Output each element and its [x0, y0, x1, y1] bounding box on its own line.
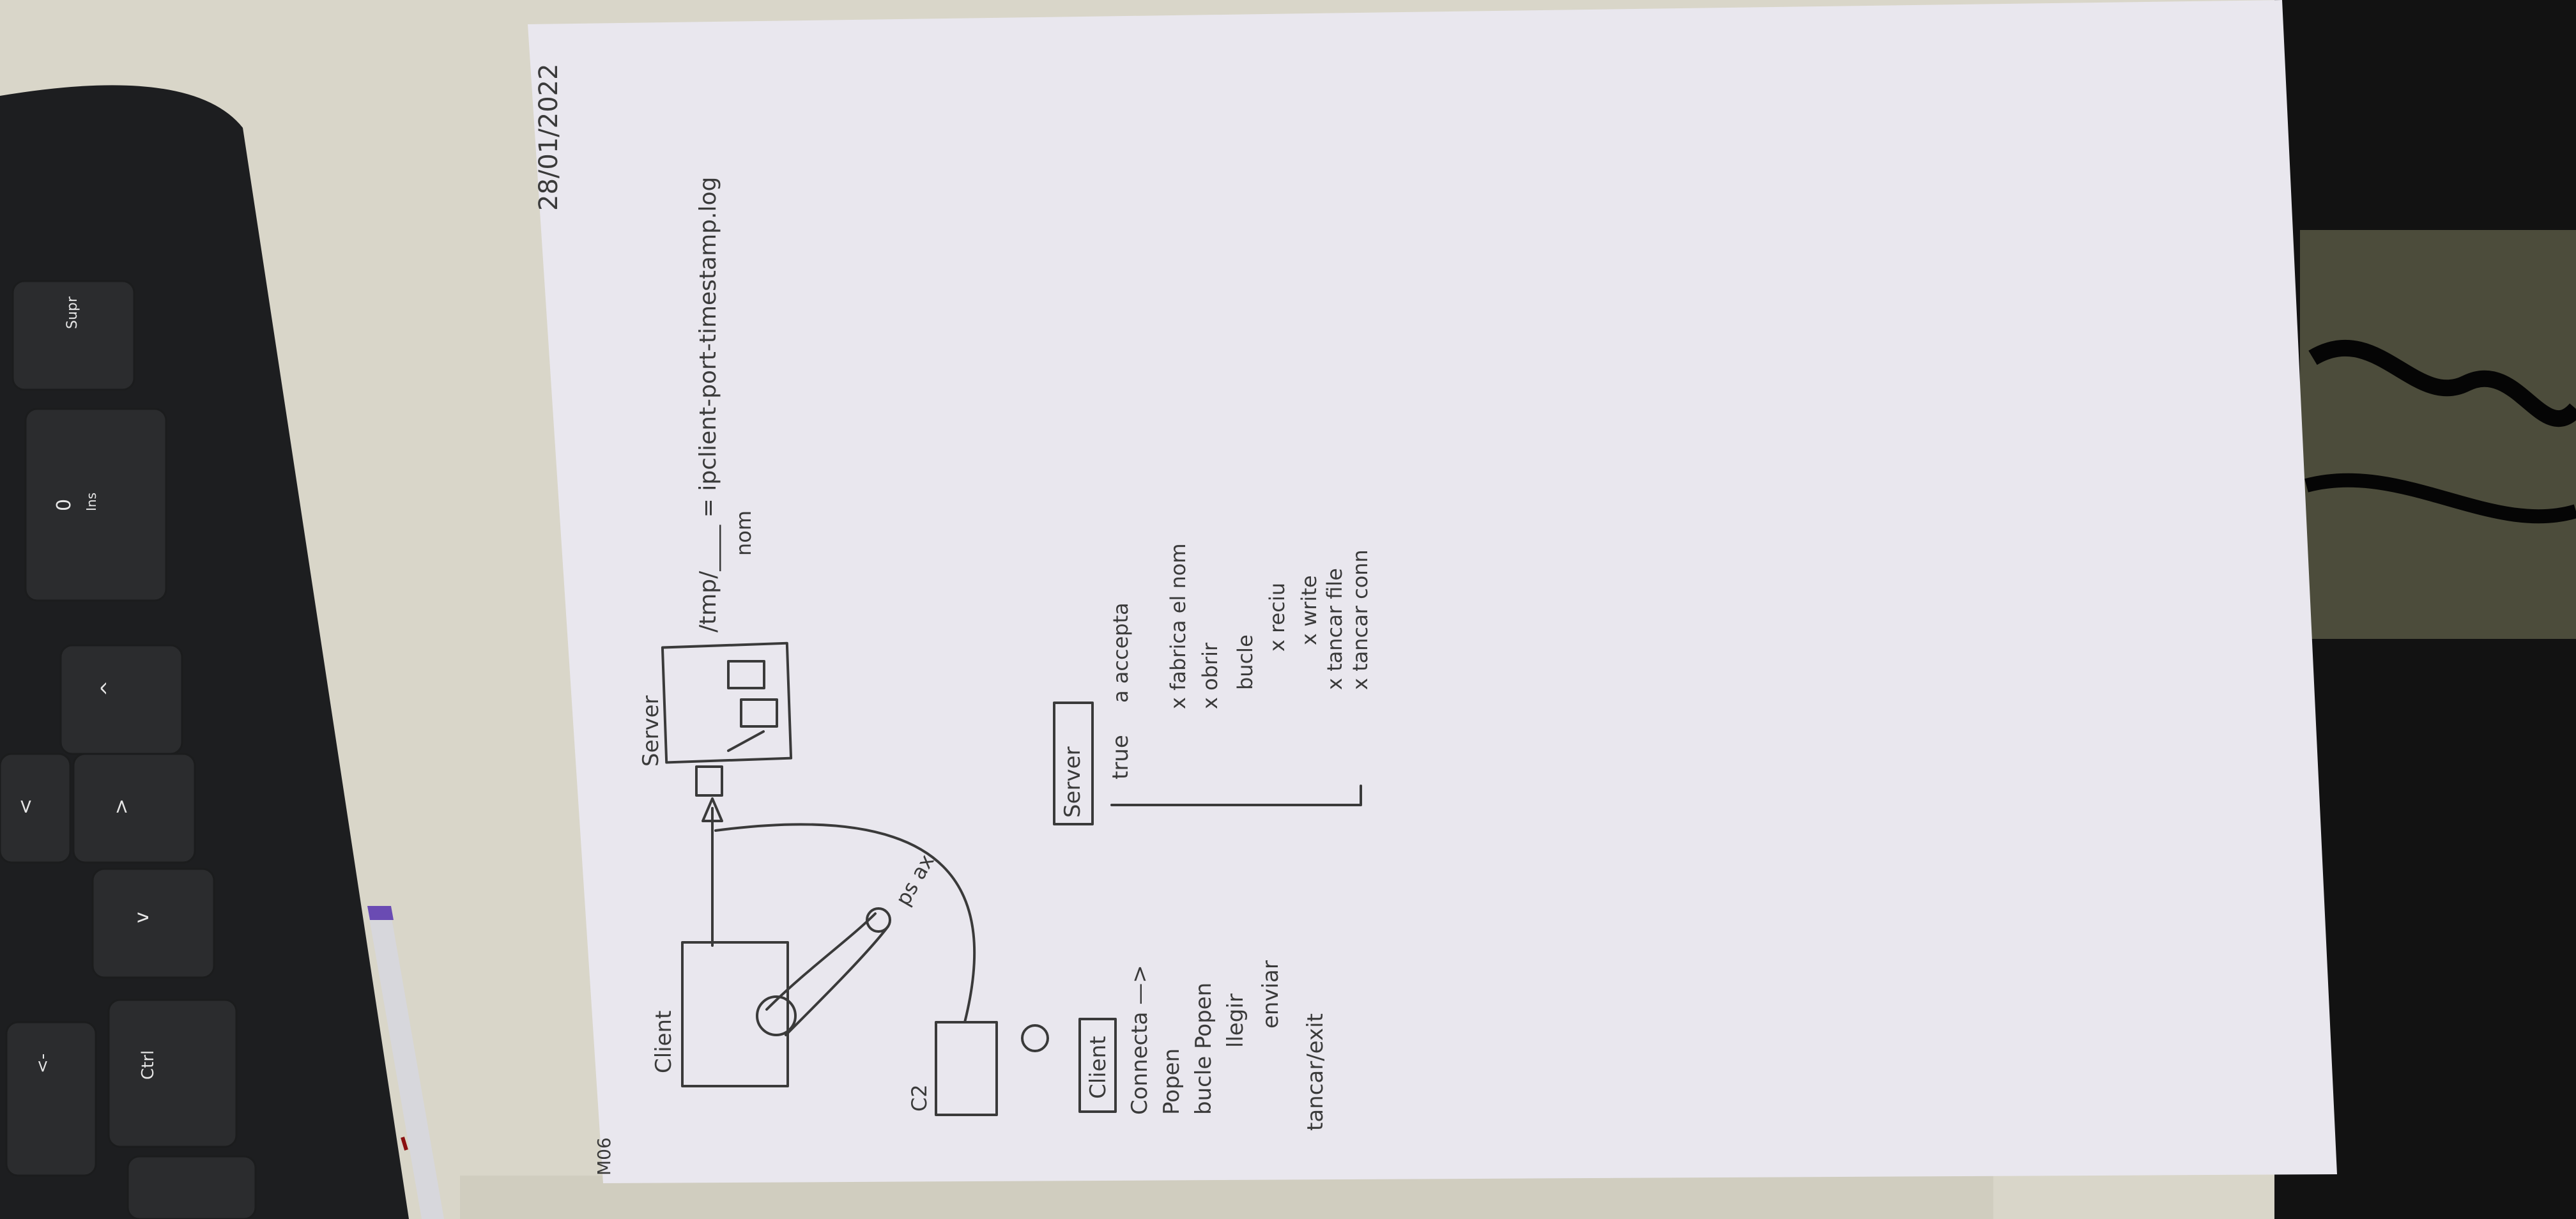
- paper-sheet: [528, 0, 2337, 1183]
- client-note-3: bucle Popen: [1191, 983, 1216, 1115]
- key-left-label: <: [15, 799, 37, 815]
- server-notes-title-box: [1053, 702, 1094, 825]
- key-ctrl-label: Ctrl: [139, 1050, 158, 1080]
- client-notes-title: Client: [1085, 1036, 1111, 1099]
- date: 28/01/2022: [534, 63, 564, 211]
- client2-label: C2: [907, 1084, 931, 1112]
- path-sub: nom: [732, 510, 756, 556]
- key-up: [59, 644, 183, 755]
- key-supr: [12, 280, 135, 391]
- key-down: [91, 868, 215, 979]
- server-connector-line: [727, 730, 765, 752]
- monitor-shelf: [2300, 230, 2576, 639]
- server-note-1: true: [1108, 735, 1133, 779]
- client-note-5: enviar: [1258, 960, 1284, 1029]
- server-note-3: x fabrica el nom: [1166, 544, 1190, 710]
- key-right-label: >: [111, 799, 133, 815]
- cable: [2308, 340, 2576, 427]
- key-bottom: [126, 1155, 257, 1219]
- client-process-tube: [765, 912, 889, 1036]
- client2-to-server-curve: [714, 823, 976, 1023]
- key-supr-label: Supr: [65, 296, 80, 329]
- key-arrow-label: <-: [33, 1054, 52, 1073]
- key-0-label: 0: [53, 499, 75, 511]
- server-note-8: x tancar file: [1322, 568, 1347, 690]
- server-note-9: x tancar conn: [1348, 549, 1372, 690]
- server-file-icon-2: [740, 698, 778, 728]
- ps-marker: [866, 907, 891, 933]
- server-note-6: x reciu: [1265, 583, 1289, 652]
- page-id: M06: [594, 1137, 615, 1176]
- server-note-4: x obrir: [1198, 642, 1222, 709]
- key-left: [0, 753, 72, 864]
- client-label: Client: [651, 1011, 677, 1073]
- cable-2: [2304, 473, 2576, 524]
- client-notes-title-box: [1078, 1018, 1117, 1113]
- pen: [367, 906, 444, 1219]
- key-right: [72, 753, 196, 864]
- path-text: /tmp/____ = ipclient-port-timestamp.log: [695, 177, 721, 632]
- server-socket: [695, 765, 723, 797]
- key-0: [24, 408, 167, 602]
- server-notes: Server true a accepta x fabrica el nom x…: [1053, 544, 1372, 825]
- server-box: [661, 641, 793, 764]
- lower-desk-strip: [460, 1176, 1993, 1219]
- client2-process: [1021, 1024, 1049, 1052]
- client-note-1: Connecta —>: [1127, 965, 1153, 1115]
- server-label: Server: [638, 695, 664, 767]
- client-note-4: llegir: [1223, 993, 1248, 1048]
- client-process-circle: [756, 995, 797, 1036]
- server-note-2: a accepta: [1108, 602, 1133, 703]
- server-note-7: x write: [1297, 575, 1321, 645]
- key-ctrl: [107, 999, 238, 1148]
- server-note-5: bucle: [1233, 634, 1257, 690]
- key-ins-label: Ins: [84, 493, 99, 511]
- key-up-label: ^: [98, 680, 120, 696]
- client2-box: [935, 1021, 998, 1116]
- client-box: [681, 941, 789, 1087]
- arrow-head: [702, 797, 723, 822]
- client-note-6: tancar/exit: [1303, 1013, 1328, 1131]
- server-file-icon-1: [727, 660, 765, 689]
- client-note-2: Popen: [1159, 1048, 1184, 1115]
- keyboard: Supr 0 Ins ^ < > v Ctrl <-: [0, 85, 409, 1219]
- client-notes: Client Connecta —> Popen bucle Popen lle…: [1078, 960, 1328, 1131]
- key-down-label: v: [131, 912, 153, 923]
- server-notes-title: Server: [1060, 746, 1085, 818]
- server-loop-bracket: [1110, 785, 1362, 806]
- key-arrow: [5, 1021, 97, 1177]
